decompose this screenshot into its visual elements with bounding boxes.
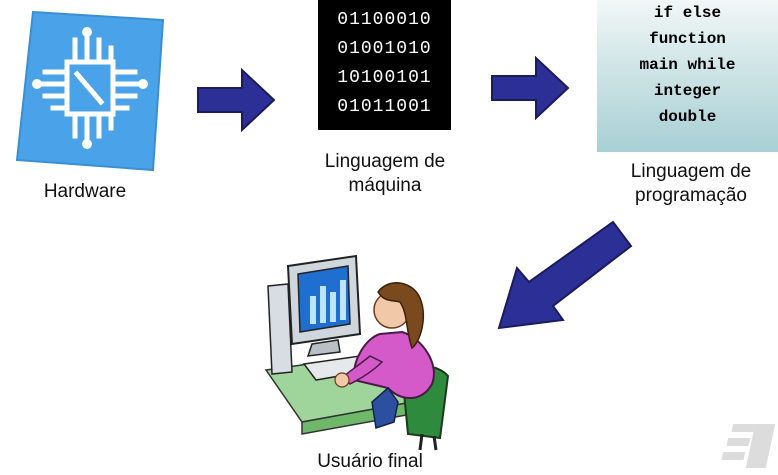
code-line: double [658,108,717,126]
programming-code-box: if else function main while integer doub… [597,0,778,152]
hardware-chip-icon [15,10,165,172]
machine-language-label: Linguagem de máquina [300,150,470,198]
machine-label-line1: Linguagem de [324,151,446,172]
programming-language-label: Linguagem de programação [604,160,778,208]
machine-code-box: 01100010 01001010 10100101 01011001 [318,0,451,130]
arrow-right-icon [491,55,570,121]
machine-label-line2: máquina [348,175,422,196]
hardware-label: Hardware [43,181,127,202]
code-line: function [649,30,726,48]
arrow-right-icon [197,67,276,133]
end-user-illustration [264,254,450,451]
arrow-down-left-icon [497,220,633,330]
end-user-label: Usuário final [317,451,423,472]
watermark-logo [721,424,776,468]
code-line: if else [653,4,722,22]
programming-label-line1: Linguagem de [630,161,752,182]
binary-line: 01100010 [337,10,432,30]
binary-line: 01001010 [337,39,432,59]
binary-line: 01011001 [337,97,432,117]
binary-line: 10100101 [337,68,432,88]
programming-label-line2: programação [635,185,747,206]
code-line: main while [639,56,736,74]
code-line: integer [653,82,722,100]
